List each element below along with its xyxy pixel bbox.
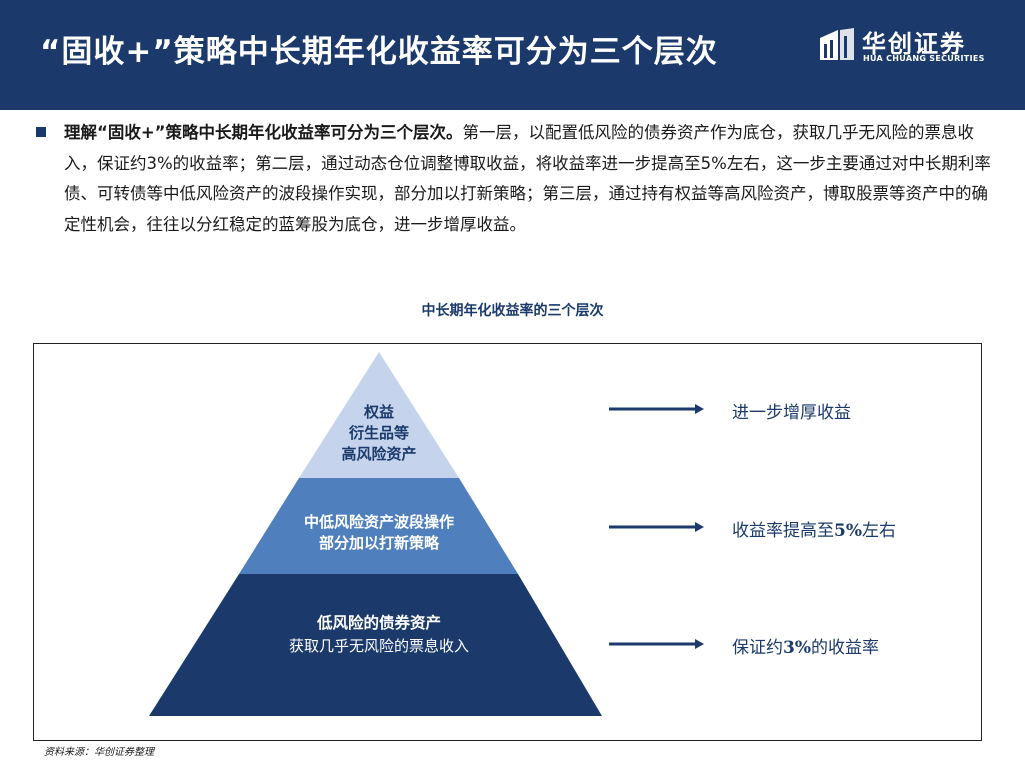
- diagram-frame: 权益 衍生品等 高风险资产 中低风险资产波段操作 部分加以打新策略 低风险的债券…: [33, 343, 982, 741]
- result-middle-suffix: 左右: [861, 521, 896, 541]
- result-label-top: 进一步增厚收益: [732, 398, 851, 423]
- result-bottom-suffix: 的收益率: [810, 638, 879, 658]
- arrow-right-icon: [609, 522, 704, 532]
- result-label-middle: 收益率提高至5%左右: [732, 516, 896, 541]
- result-bottom-prefix: 保证约: [732, 638, 783, 658]
- layer-bottom-line-1: 低风险的债券资产: [316, 614, 441, 632]
- summary-body: 第一层，以配置低风险的债券资产作为底仓，获取几乎无风险的票息收入，保证约3%的收…: [64, 123, 991, 234]
- pyramid-layer-bottom: [149, 574, 602, 716]
- result-top-prefix: 进一步增厚收益: [732, 403, 851, 423]
- pyramid-layer-top: [299, 352, 459, 478]
- result-middle-bold: 5%: [834, 521, 862, 541]
- layer-top-line-3: 高风险资产: [341, 445, 417, 463]
- logo-text-cn: 华创证券: [862, 30, 966, 58]
- summary-text: 理解“固收+”策略中长期年化收益率可分为三个层次。第一层，以配置低风险的债券资产…: [64, 118, 992, 240]
- arrow-right-icon: [609, 404, 704, 414]
- result-middle-prefix: 收益率提高至: [732, 521, 834, 541]
- layer-middle-line-2: 部分加以打新策略: [318, 534, 439, 552]
- logo-mark-icon: [820, 28, 854, 60]
- layer-top-line-2: 衍生品等: [348, 424, 409, 442]
- bullet-square-icon: [36, 127, 46, 137]
- pyramid-diagram: [149, 352, 602, 716]
- logo-text-en: HUA CHUANG SECURITIES: [863, 54, 985, 63]
- layer-bottom-text: 低风险的债券资产 获取几乎无风险的票息收入: [204, 612, 554, 658]
- result-label-bottom: 保证约3%的收益率: [732, 633, 879, 658]
- pyramid-layer-middle: [239, 478, 518, 574]
- layer-middle-text: 中低风险资产波段操作 部分加以打新策略: [229, 512, 529, 554]
- result-bottom-bold: 3%: [783, 638, 811, 658]
- layer-top-line-1: 权益: [363, 403, 394, 421]
- summary-paragraph: 理解“固收+”策略中长期年化收益率可分为三个层次。第一层，以配置低风险的债券资产…: [36, 118, 992, 240]
- page-title: “固收+”策略中长期年化收益率可分为三个层次: [40, 34, 718, 70]
- company-logo: 华创证券 HUA CHUANG SECURITIES: [818, 24, 984, 68]
- header-bar: “固收+”策略中长期年化收益率可分为三个层次 华创证券 HUA CHUANG S…: [0, 0, 1025, 110]
- layer-top-text: 权益 衍生品等 高风险资产: [304, 402, 454, 465]
- layer-middle-line-1: 中低风险资产波段操作: [303, 513, 454, 531]
- summary-lead: 理解“固收+”策略中长期年化收益率可分为三个层次。: [64, 123, 463, 142]
- layer-bottom-line-2: 获取几乎无风险的票息收入: [288, 637, 469, 655]
- arrow-right-icon: [609, 639, 704, 649]
- diagram-title: 中长期年化收益率的三个层次: [421, 303, 604, 319]
- source-note: 资料来源：华创证券整理: [44, 747, 154, 758]
